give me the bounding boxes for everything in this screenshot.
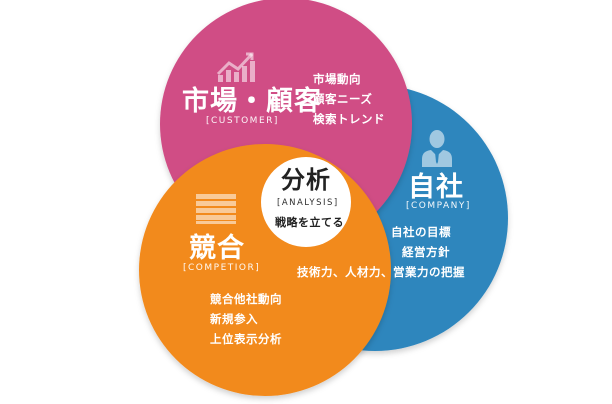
competitor-item: 新規参入 [210,312,258,326]
company-subtitle: [COMPANY] [406,201,471,211]
building-icon [196,194,236,224]
center-subtitle: [ANALYSIS] [277,198,339,208]
customer-item: 検索トレンド [313,112,385,126]
company-item: 経営方針 [402,245,450,259]
customer-subtitle: [CUSTOMER] [206,116,279,126]
customer-item: 市場動向 [313,72,361,86]
company-title: 自社 [408,172,464,203]
center-caption: 戦略を立てる [275,216,344,229]
competitor-item: 上位表示分析 [210,332,282,346]
customer-item: 顧客ニーズ [313,92,373,106]
company-item: 自社の目標 [391,225,451,239]
center-circle [261,157,351,247]
customer-title: 市場・顧客 [182,86,322,117]
competitor-subtitle: [COMPETIOR] [183,263,261,273]
competitor-title: 競合 [189,233,245,264]
person-icon [422,130,452,167]
company-item: 技術力、人材力、営業力の把握 [297,265,465,279]
competitor-item: 競合他社動向 [210,292,282,306]
rising-chart-icon [216,52,255,82]
center-title: 分析 [281,166,331,194]
